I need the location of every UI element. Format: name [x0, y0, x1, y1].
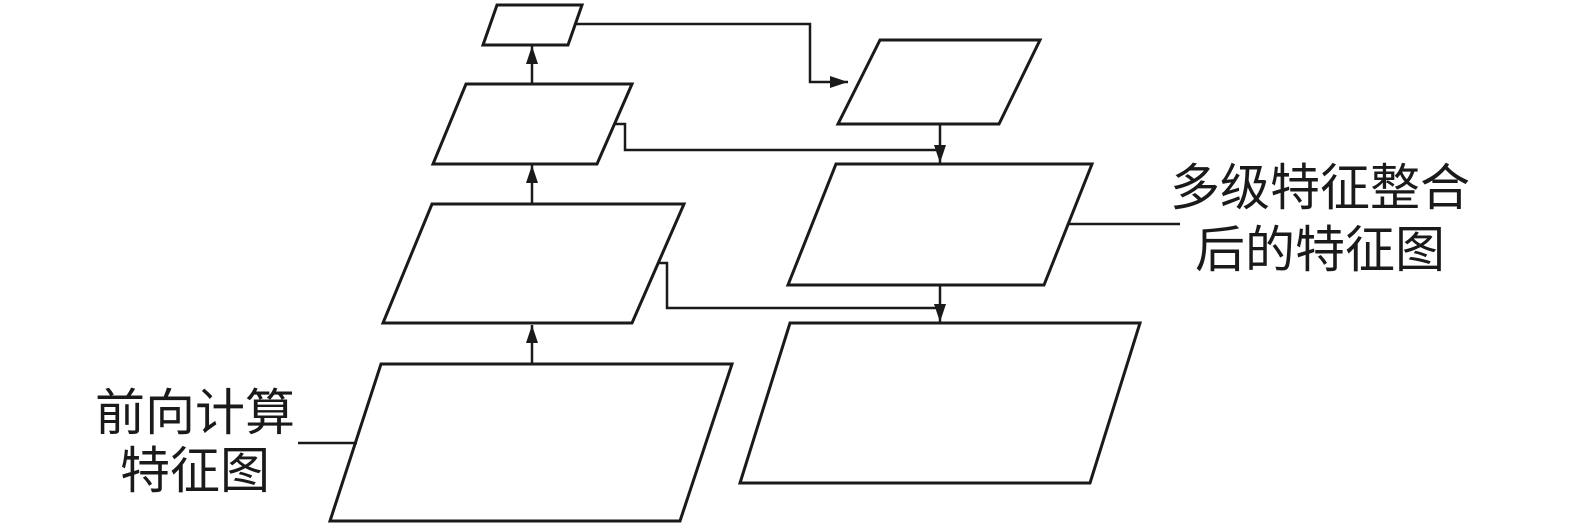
lateral-connections — [575, 22, 940, 310]
forward-feature-map-level-3 — [430, 82, 635, 166]
forward-feature-maps — [327, 3, 735, 523]
lateral-connector-bottom — [658, 261, 940, 310]
integrated-feature-map-level-1 — [835, 38, 1043, 126]
lateral-connector-middle — [614, 122, 940, 152]
integrated-label: 多级特征整合 后的特征图 — [1170, 159, 1470, 279]
integrated-feature-map-level-2 — [785, 162, 1095, 287]
lateral-connector-top — [575, 22, 848, 88]
forward-label-line-2: 特征图 — [120, 442, 270, 500]
integrated-label-line-2: 后的特征图 — [1195, 221, 1445, 279]
integrated-feature-map-level-3 — [737, 321, 1143, 485]
forward-label-line-1: 前向计算 — [95, 384, 295, 442]
forward-feature-map-level-2 — [380, 202, 687, 325]
forward-feature-map-level-4 — [480, 3, 585, 47]
integrated-label-line-1: 多级特征整合 — [1170, 159, 1470, 217]
forward-feature-map-level-1 — [327, 362, 735, 523]
forward-label: 前向计算 特征图 — [95, 384, 295, 500]
integrated-feature-maps — [737, 38, 1143, 485]
